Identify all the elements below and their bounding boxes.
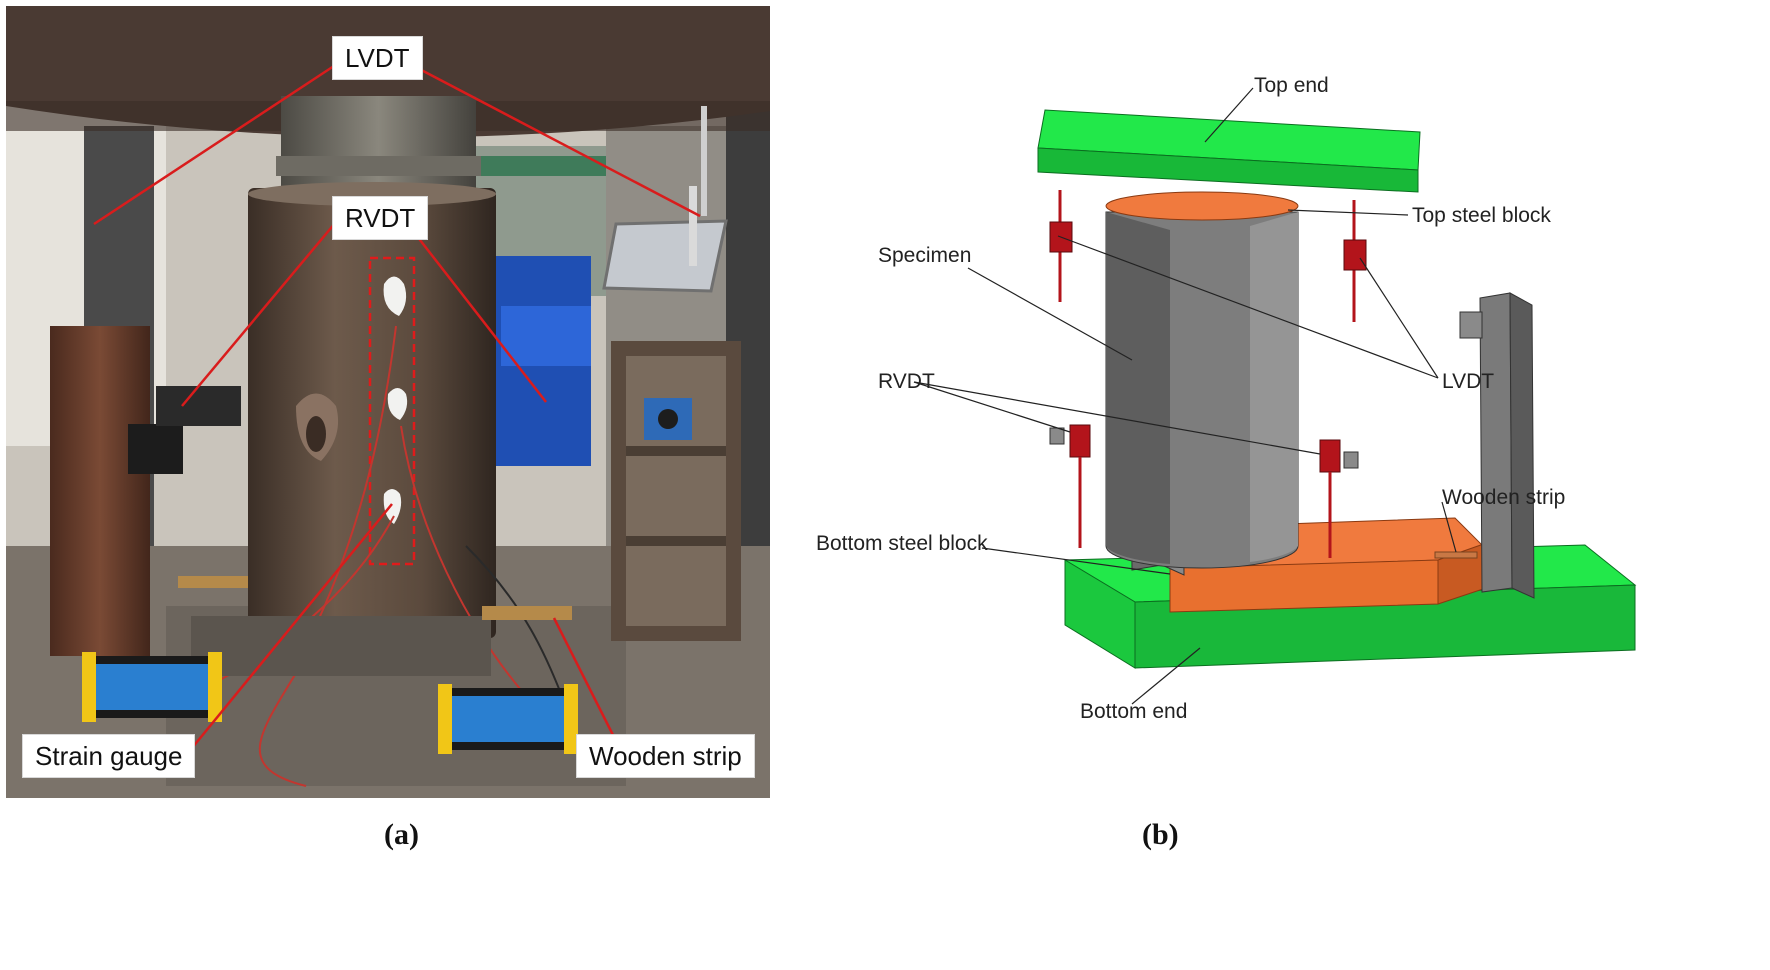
- top-steel-block-label: Top steel block: [1412, 204, 1551, 227]
- caption-a: (a): [384, 818, 419, 851]
- photo-panel: LVDT RVDT Strain gauge Wooden strip: [6, 6, 770, 798]
- rvdt-model-label: RVDT: [878, 370, 935, 393]
- specimen-label: Specimen: [878, 244, 972, 267]
- wooden-strip-label: Wooden strip: [576, 734, 755, 778]
- bottom-steel-block-label: Bottom steel block: [816, 532, 988, 555]
- lvdt-label: LVDT: [332, 36, 423, 80]
- top-end-label: Top end: [1254, 74, 1329, 97]
- model-illustration: [913, 87, 1637, 705]
- strain-gauge-label: Strain gauge: [22, 734, 196, 778]
- wooden-strip-model-label: Wooden strip: [1442, 486, 1566, 509]
- lvdt-model-label: LVDT: [1442, 370, 1495, 393]
- caption-b: (b): [1142, 818, 1179, 851]
- bottom-end-label: Bottom end: [1080, 700, 1188, 723]
- photo-illustration: [6, 6, 770, 798]
- rvdt-label: RVDT: [332, 196, 429, 240]
- model-panel: Top end Top steel block Specimen LVDT RV…: [816, 40, 1770, 800]
